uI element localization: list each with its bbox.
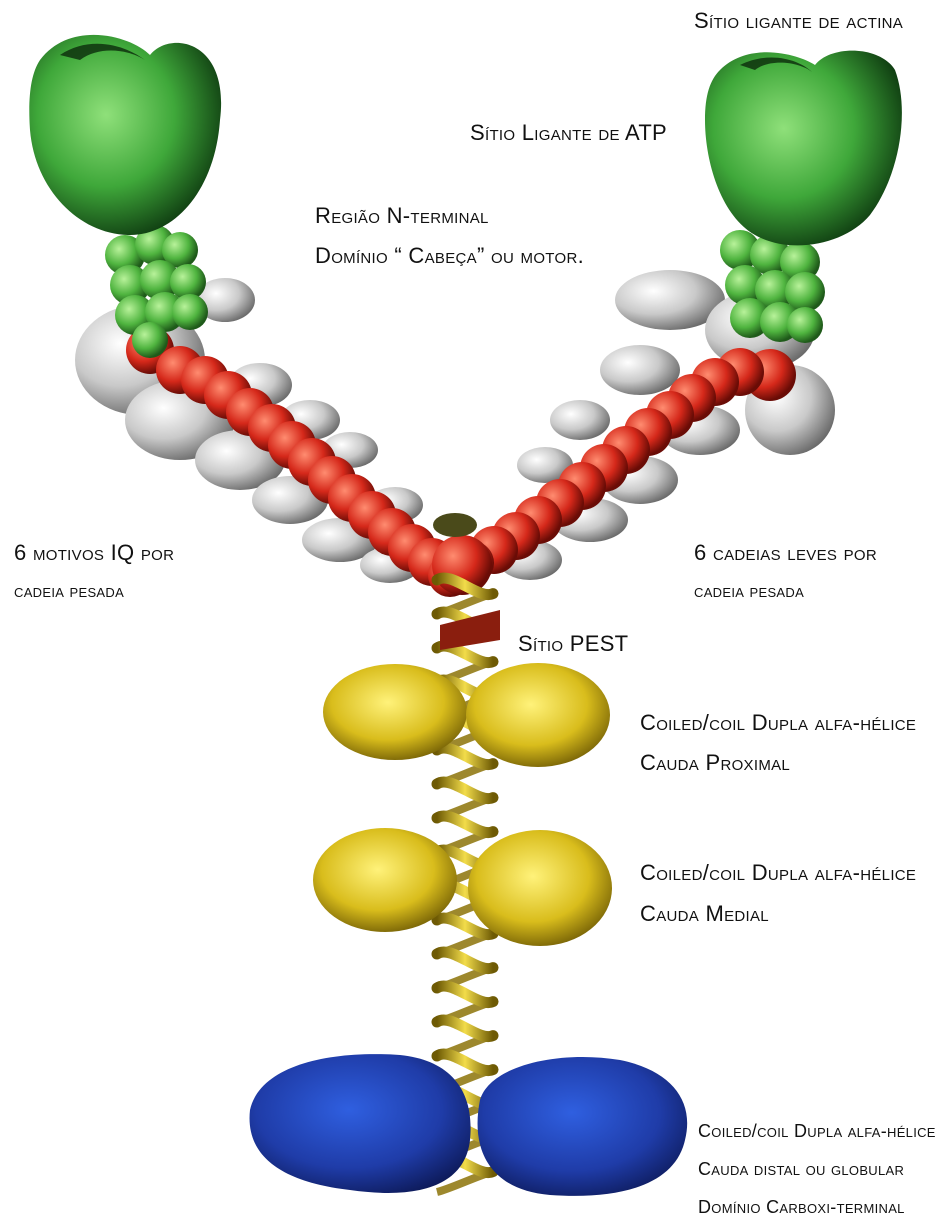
label-pest-site: Sítio PEST bbox=[518, 633, 628, 655]
label-light-chains-line1: 6 cadeias leves por bbox=[694, 542, 877, 564]
left-heavy-chain-neck bbox=[126, 326, 472, 597]
coil-turn bbox=[437, 782, 493, 799]
coil-turn bbox=[437, 1020, 493, 1037]
label-distal-coil: Coiled/coil Dupla alfa-hélice bbox=[698, 1122, 936, 1140]
label-actin-binding-site: Sítio ligante de actina bbox=[694, 10, 903, 32]
label-medial-tail: Cauda Medial bbox=[640, 903, 769, 925]
right-neck-beads bbox=[720, 230, 825, 343]
label-medial-coil: Coiled/coil Dupla alfa-hélice bbox=[640, 862, 916, 884]
label-head-motor-domain: Domínio “ Cabeça” ou motor. bbox=[315, 245, 584, 267]
left-motor-head bbox=[29, 35, 221, 235]
right-motor-head bbox=[705, 51, 902, 246]
label-iq-motifs-line1: 6 motivos IQ por bbox=[14, 542, 174, 564]
coil-turn bbox=[437, 986, 493, 1003]
coil-turn bbox=[437, 816, 493, 833]
label-n-terminal-region: Região N-terminal bbox=[315, 205, 489, 227]
label-distal-tail: Cauda distal ou globular bbox=[698, 1160, 904, 1178]
coil-turn bbox=[437, 748, 493, 765]
label-proximal-tail: Cauda Proximal bbox=[640, 752, 790, 774]
coil-turn bbox=[437, 952, 493, 969]
label-iq-motifs-line2: cadeia pesada bbox=[14, 582, 124, 600]
label-light-chains-line2: cadeia pesada bbox=[694, 582, 804, 600]
label-carboxy-terminal: Domínio Carboxi-terminal bbox=[698, 1198, 905, 1216]
coil-turn bbox=[437, 1054, 493, 1071]
label-atp-binding-site: Sítio Ligante de ATP bbox=[470, 122, 667, 144]
label-proximal-coil: Coiled/coil Dupla alfa-hélice bbox=[640, 712, 916, 734]
